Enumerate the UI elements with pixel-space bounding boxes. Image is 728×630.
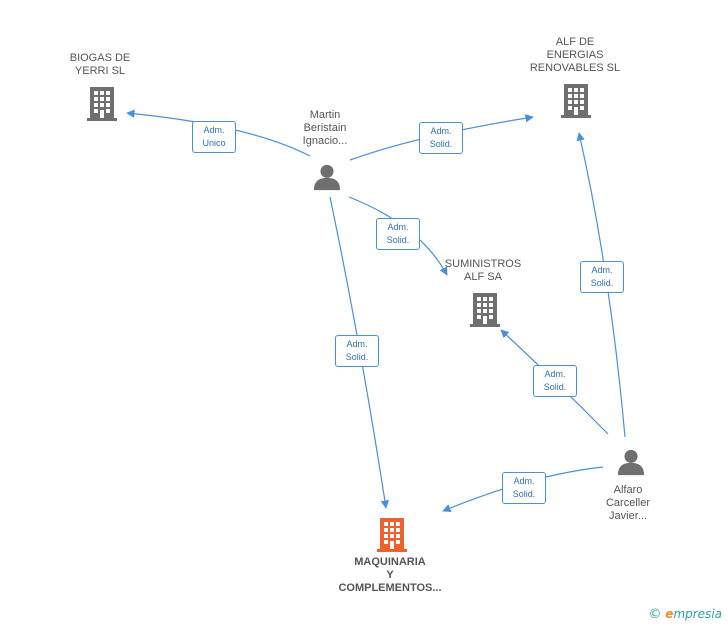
node-label-line: Carceller — [605, 497, 650, 509]
edge-label-line: Solid. — [386, 235, 410, 245]
edge-label-line: Adm. — [591, 265, 613, 275]
edge-label-alfaro-alf_energias[interactable]: Adm. Solid. — [580, 261, 624, 293]
edge-label-line: Adm. — [513, 476, 535, 486]
node-label-line: Martin — [309, 109, 341, 121]
node-label-line: Beristain — [303, 122, 347, 134]
edge-label-line: Solid. — [429, 139, 453, 149]
node-label-line: Ignacio... — [302, 135, 348, 147]
edge-label-martin-maquinaria[interactable]: Adm. Solid. — [335, 335, 379, 367]
edge-label-line: Adm. — [544, 369, 566, 379]
node-label-line: ALF SA — [464, 271, 502, 283]
building-icon-suministros[interactable] — [470, 293, 500, 327]
node-label-line: COMPLEMENTOS... — [338, 582, 442, 594]
edge-label-line: Unico — [202, 138, 226, 148]
edge-label-martin-suministros[interactable]: Adm. Solid. — [376, 218, 420, 250]
edge-label-line: Solid. — [590, 278, 614, 288]
person-icon-alfaro[interactable] — [617, 449, 645, 476]
empresia-logo-initial: e — [665, 607, 674, 621]
node-label-line: RENOVABLES SL — [529, 62, 621, 74]
empresia-logo-text: mpresia — [673, 607, 722, 621]
node-label-line: Y — [386, 569, 394, 581]
edge-label-alfaro-suministros[interactable]: Adm. Solid. — [533, 365, 577, 397]
edge-label-line: Solid. — [543, 382, 567, 392]
edge-label-line: Adm. — [346, 339, 368, 349]
node-label-line: MAQUINARIA — [354, 556, 426, 568]
node-label-line: Javier... — [609, 510, 647, 522]
node-label-line: ENERGIAS — [546, 49, 604, 61]
node-label-line: ALF DE — [555, 36, 595, 48]
person-icon-martin[interactable] — [313, 164, 341, 191]
edge-label-line: Solid. — [345, 352, 369, 362]
node-label-line: Alfaro — [613, 484, 643, 496]
node-label-line: SUMINISTROS — [444, 258, 522, 270]
edge-label-line: Solid. — [512, 489, 536, 499]
edge-label-martin-biogas[interactable]: Adm. Unico — [192, 121, 236, 153]
edge-label-alfaro-maquinaria[interactable]: Adm. Solid. — [502, 472, 546, 504]
building-icon-maquinaria[interactable] — [377, 518, 407, 552]
edge-label-martin-alf_energias[interactable]: Adm. Solid. — [419, 122, 463, 154]
edge-label-line: Adm. — [430, 126, 452, 136]
edge-label-line: Adm. — [203, 125, 225, 135]
node-label-line: BIOGAS DE — [69, 52, 131, 64]
building-icon-alf_energias[interactable] — [561, 84, 591, 118]
node-label-line: YERRI SL — [74, 65, 126, 77]
edge-label-line: Adm. — [387, 222, 409, 232]
empresia-footer: © empresia — [648, 607, 722, 622]
building-icon-biogas[interactable] — [87, 87, 117, 121]
copyright-symbol: © — [648, 607, 662, 622]
